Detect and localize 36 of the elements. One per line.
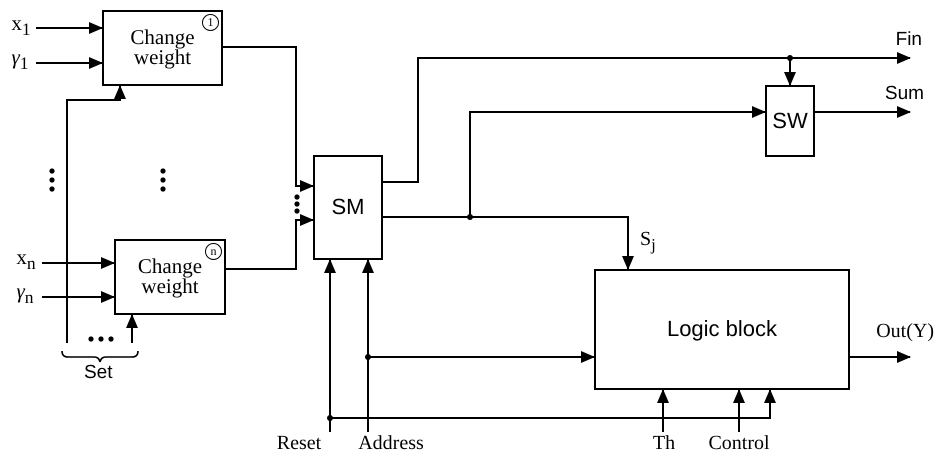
signal-label: Sum: [868, 84, 924, 112]
function-block: [102, 10, 223, 86]
signal-label: x$_{1}$: [6, 12, 36, 46]
signal-label: Control: [694, 432, 784, 462]
arrow: [36, 57, 103, 69]
arrow: [66, 85, 126, 343]
block-label: Logic block: [666, 319, 778, 340]
signal-label: Reset: [258, 432, 340, 462]
signal-label: x$_{n}$: [10, 246, 42, 280]
signal-label: Th: [648, 432, 680, 462]
block-label: Change weight: [136, 257, 204, 297]
signal-label: Address: [342, 432, 440, 462]
arrow: [850, 351, 911, 363]
signal-label: Out(Y): [846, 320, 934, 357]
signal-label: γ$_{1}$: [4, 46, 36, 80]
signal-label: Fin: [878, 30, 922, 58]
circled-index: 1: [202, 14, 219, 31]
arrow: [42, 291, 115, 303]
arrow: [126, 314, 138, 343]
arrow: [226, 214, 314, 270]
arrow: [733, 389, 745, 432]
arrow: [36, 22, 103, 34]
process-box: [313, 155, 383, 260]
arrow: [223, 46, 314, 192]
process-box: [594, 269, 850, 390]
block-label: SW: [771, 110, 809, 132]
circled-index: n: [205, 243, 222, 260]
function-block: [114, 239, 226, 315]
arrow: [657, 389, 669, 432]
signal-label: Set: [84, 363, 113, 384]
signal-label: γ$_{n}$: [8, 280, 42, 316]
block-label: Change weight: [129, 28, 196, 68]
process-box: [765, 85, 815, 157]
arrow: [815, 106, 911, 118]
block-label: SM: [330, 197, 366, 218]
arrow: [42, 257, 115, 269]
